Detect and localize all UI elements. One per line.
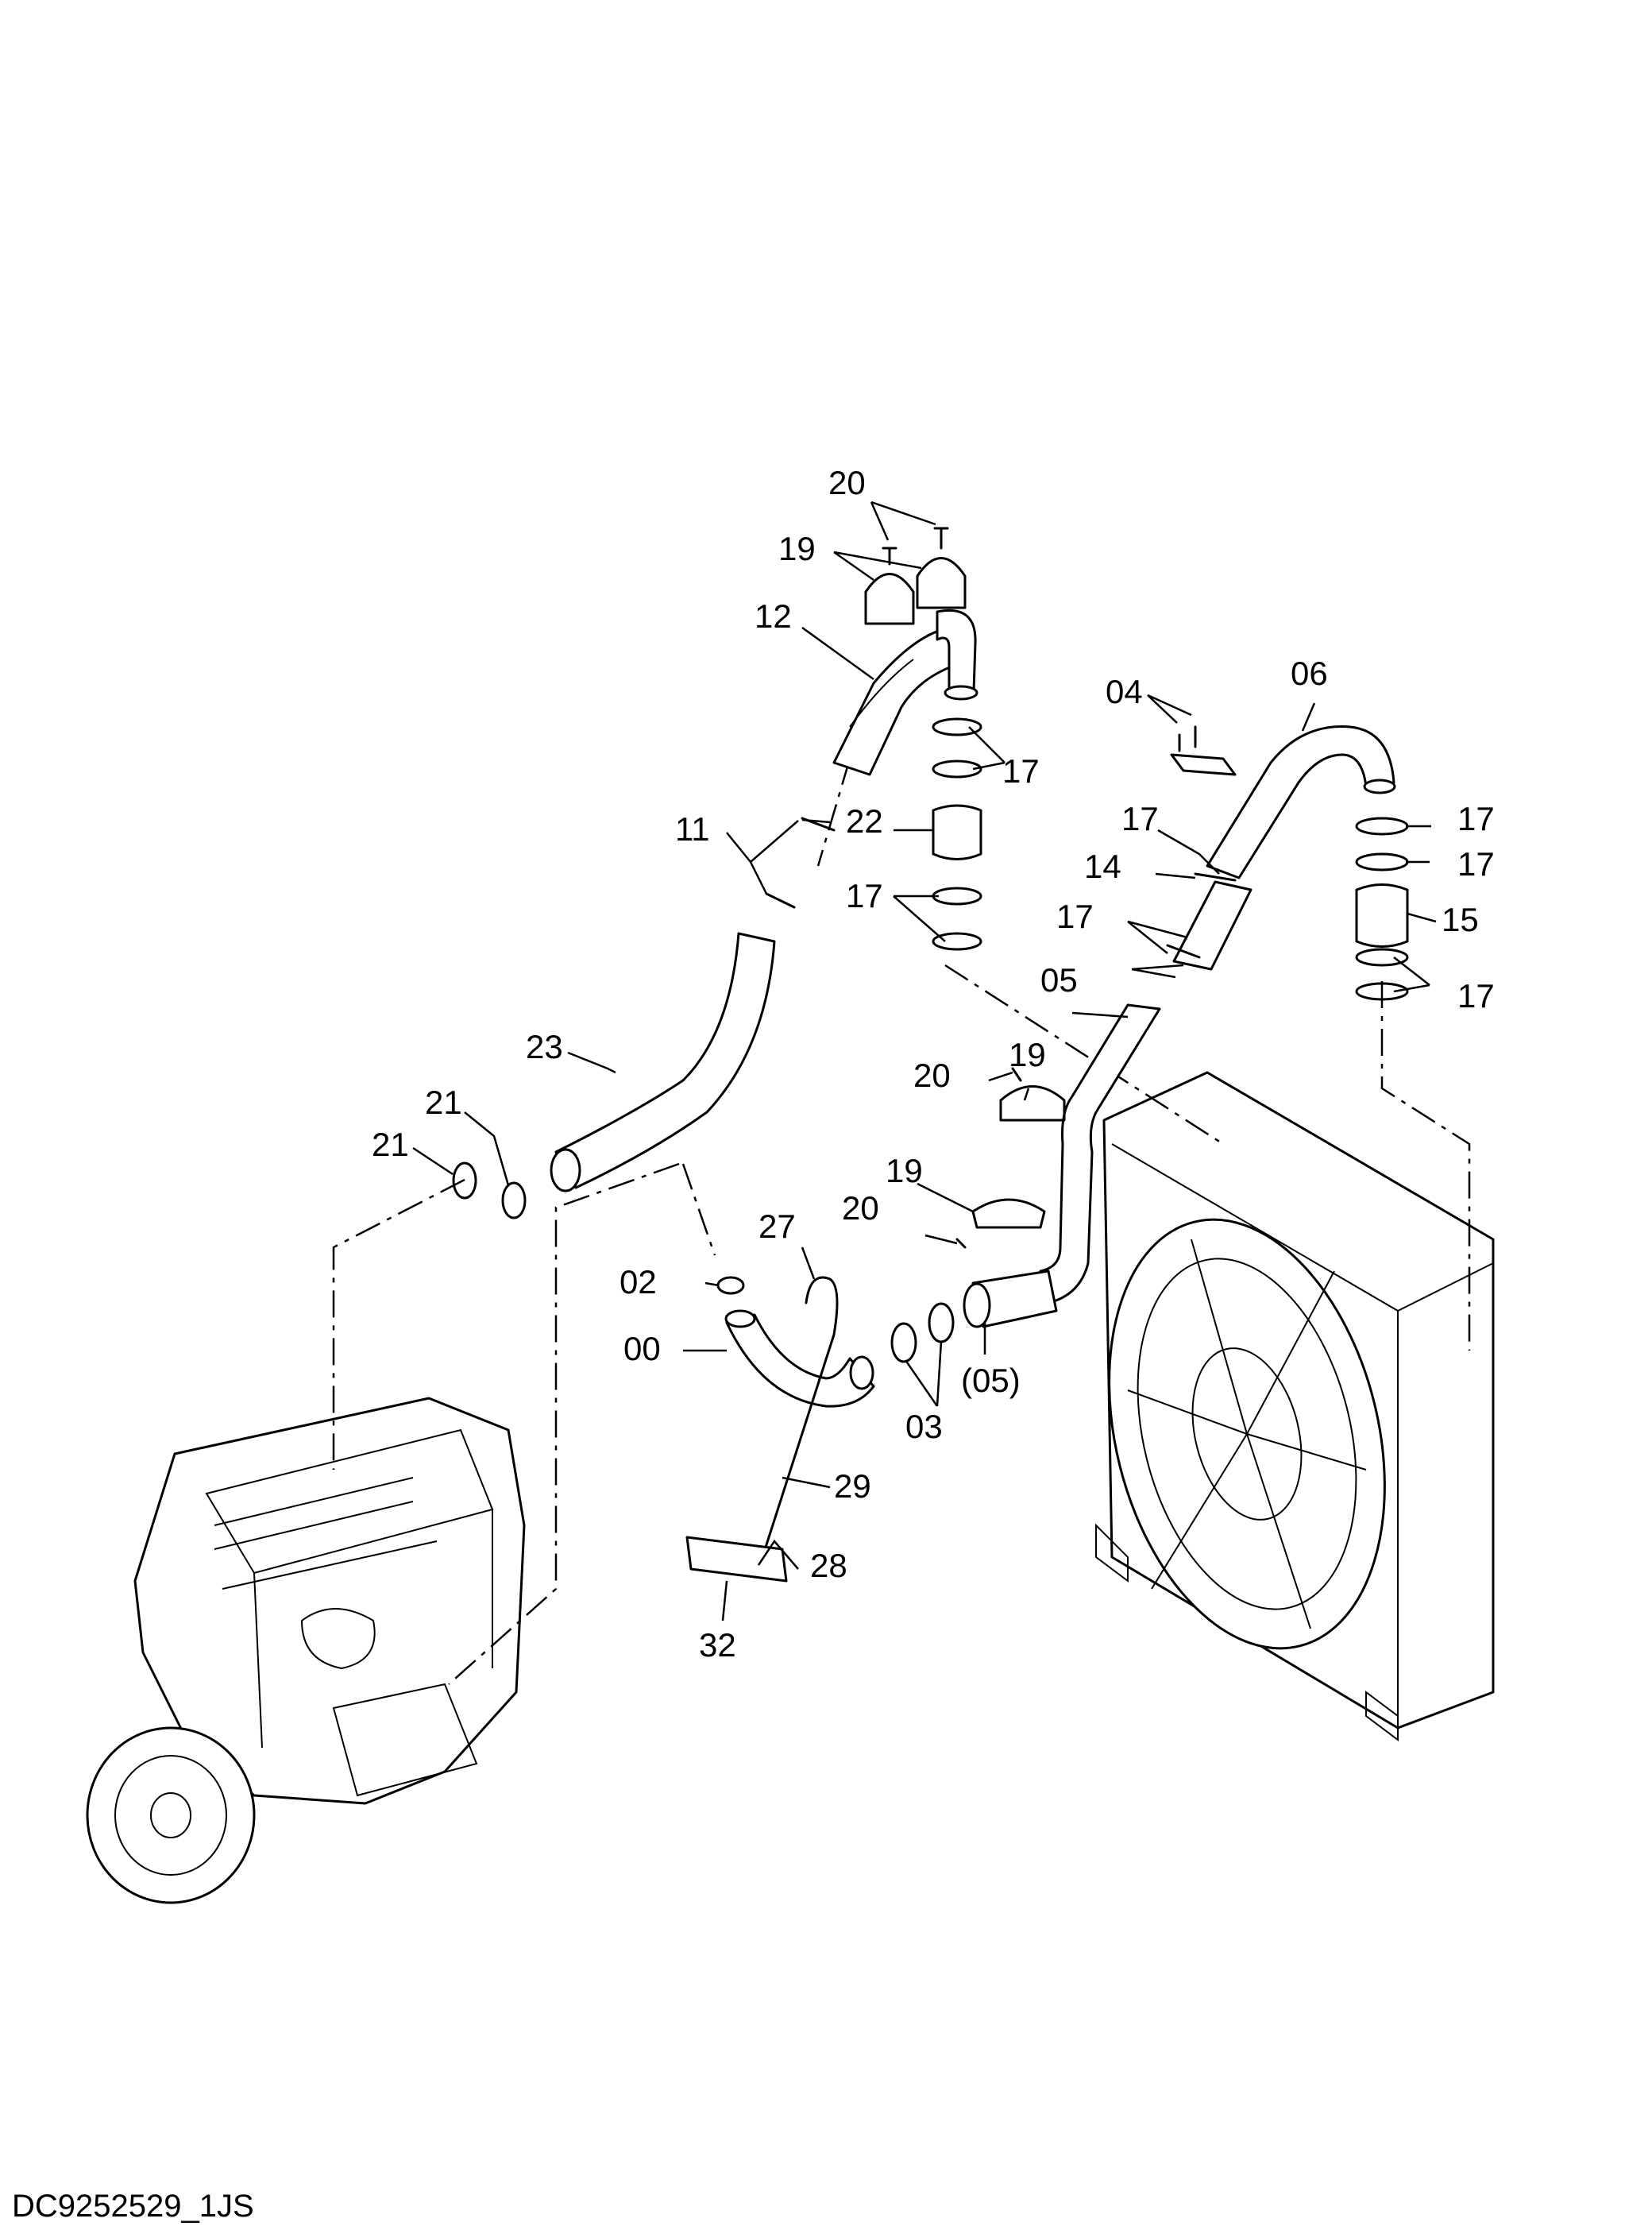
callout-05-ref: (05) — [961, 1362, 1021, 1399]
callout-17-right-2: 17 — [1457, 845, 1495, 883]
part-11 — [765, 817, 836, 909]
callout-17-coupler22: 17 — [846, 877, 883, 914]
callout-03: 03 — [905, 1408, 943, 1445]
leader-lines — [412, 500, 1437, 1621]
callout-17-hose12: 17 — [1002, 752, 1040, 790]
callout-21-lower: 21 — [372, 1126, 409, 1163]
callout-20-middle: 20 — [913, 1057, 951, 1094]
callout-19-top: 19 — [778, 530, 816, 567]
assembly-lines — [332, 758, 1471, 1685]
callout-02: 02 — [620, 1263, 657, 1301]
radiator — [1095, 1071, 1495, 1741]
callout-19-lower: 19 — [886, 1152, 923, 1189]
callout-17-tube14-bottom: 17 — [1056, 898, 1094, 935]
callout-20-top: 20 — [828, 464, 866, 501]
callout-29: 29 — [834, 1467, 871, 1505]
callout-27: 27 — [758, 1208, 796, 1245]
callout-11: 11 — [675, 810, 710, 848]
callout-22: 22 — [846, 802, 883, 840]
callout-12: 12 — [755, 597, 792, 635]
coupler-15-assembly — [1355, 817, 1409, 1001]
callout-04: 04 — [1106, 673, 1143, 710]
callout-28: 28 — [810, 1547, 847, 1584]
callout-00: 00 — [623, 1330, 661, 1367]
callout-14: 14 — [1084, 848, 1121, 885]
hose-12-assembly — [832, 527, 978, 776]
callout-20-lower: 20 — [842, 1189, 879, 1227]
callout-23: 23 — [526, 1028, 563, 1065]
callout-19-middle: 19 — [1009, 1036, 1046, 1073]
callout-32: 32 — [699, 1626, 736, 1664]
callout-06: 06 — [1291, 655, 1328, 692]
tube-14 — [1166, 872, 1253, 971]
callout-21-upper: 21 — [425, 1084, 462, 1121]
pipe-06-assembly — [1170, 725, 1396, 879]
callout-17-right-1: 17 — [1457, 800, 1495, 837]
hose-00-assembly — [685, 1276, 875, 1583]
callout-15: 15 — [1442, 901, 1479, 938]
callout-17-right-3: 17 — [1457, 977, 1495, 1015]
engine — [86, 1397, 526, 1904]
callout-05: 05 — [1040, 961, 1078, 999]
callout-labels: 20 19 12 04 06 17 17 17 17 17 17 17 11 2… — [372, 464, 1495, 1664]
hose-23-assembly — [452, 932, 776, 1219]
callout-17-tube14-top: 17 — [1121, 800, 1159, 837]
coupler-22-assembly — [932, 717, 982, 951]
document-id: DC9252529_1JS — [12, 2189, 254, 2224]
hose-05-end — [890, 1270, 1058, 1363]
